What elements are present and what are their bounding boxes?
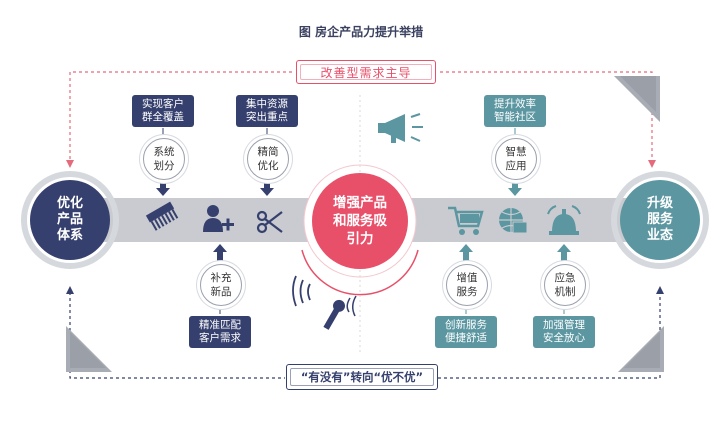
alarm-bell-icon [547, 205, 581, 235]
left-circle-line: 体系 [56, 228, 83, 243]
circle-value-added-service: 增值 服务 [446, 264, 488, 306]
scissors-icon [256, 210, 283, 234]
left-circle-line: 优化 [56, 196, 83, 211]
bottom-banner: “有没有”转向“优不优” [286, 364, 438, 390]
box-line: 集中资源 [246, 98, 288, 110]
arrow-head-top-left [66, 160, 74, 168]
box-line: 安全放心 [543, 332, 585, 344]
top-banner-text: 改善型需求主导 [320, 65, 412, 80]
dashed-connector-top-left [69, 71, 292, 166]
circle-line: 划分 [153, 160, 175, 172]
box-line: 群全覆盖 [142, 111, 184, 123]
box-line: 客户需求 [199, 332, 241, 344]
circle-streamline: 精简 优化 [247, 138, 289, 180]
circle-system-division: 系统 划分 [143, 138, 185, 180]
center-circle-line: 引力 [346, 231, 374, 247]
globe-box-icon [499, 208, 528, 234]
circle-smart-application: 智慧 应用 [495, 138, 537, 180]
center-circle-line: 和服务吸 [333, 213, 387, 229]
shopping-cart-icon [448, 206, 484, 235]
bottom-banner-text: “有没有”转向“优不优” [300, 370, 424, 384]
left-circle: 优化 产品 体系 [30, 180, 110, 260]
circle-emergency-mechanism: 应急 机制 [544, 264, 586, 306]
box-line: 加强管理 [543, 319, 585, 331]
box-line: 便捷舒适 [445, 332, 487, 344]
box-line: 创新服务 [445, 319, 487, 331]
bottom-box-safety-management: 加强管理 安全放心 [533, 316, 595, 348]
arrow-head-top-right [648, 160, 656, 168]
top-box-customer-coverage: 实现客户 群全覆盖 [132, 95, 194, 127]
center-circle-line: 增强产品 [333, 195, 387, 211]
circle-line: 系统 [153, 146, 175, 158]
left-circle-line: 产品 [56, 212, 83, 227]
top-box-focus-resources: 集中资源 突出重点 [236, 95, 298, 127]
circle-line: 补充 [210, 272, 232, 284]
circle-line: 应用 [505, 160, 527, 172]
circle-line: 服务 [456, 286, 478, 298]
circle-line: 机制 [554, 286, 576, 298]
right-circle: 升级 服务 业态 [620, 180, 700, 260]
microphone-icon [292, 275, 357, 330]
diagram-title: 图 房企产品力提升举措 [298, 25, 424, 39]
circle-line: 智慧 [505, 146, 527, 158]
circle-line: 精简 [257, 146, 279, 158]
right-circle-line: 服务 [646, 212, 673, 227]
bottom-box-precise-match: 精准匹配 客户需求 [189, 316, 251, 348]
comb-icon [145, 201, 179, 231]
arrow-head-bottom-right [656, 286, 664, 294]
right-circle-line: 升级 [646, 196, 673, 211]
box-line: 精准匹配 [199, 319, 241, 331]
bottom-box-innovative-service: 创新服务 便捷舒适 [435, 316, 497, 348]
dashed-connector-bottom-left [69, 292, 285, 379]
arrow-head-bottom-left [66, 286, 74, 294]
top-banner: 改善型需求主导 [296, 60, 436, 84]
box-line: 智能社区 [494, 111, 536, 123]
top-box-smart-community: 提升效率 智能社区 [484, 95, 546, 127]
circle-line: 增值 [456, 272, 478, 284]
dashed-connector-top-right [440, 71, 653, 166]
circle-line: 优化 [257, 160, 279, 172]
add-user-icon [203, 205, 234, 232]
circle-line: 应急 [554, 272, 576, 284]
dashed-connector-bottom-right [438, 292, 661, 379]
center-circle: 增强产品 和服务吸 引力 [312, 173, 408, 269]
box-line: 提升效率 [494, 98, 536, 110]
box-line: 实现客户 [142, 98, 184, 110]
circle-new-products: 补充 新品 [200, 264, 242, 306]
box-line: 突出重点 [246, 111, 288, 123]
megaphone-icon [378, 113, 423, 143]
circle-line: 新品 [210, 286, 232, 298]
right-circle-line: 业态 [646, 228, 673, 243]
